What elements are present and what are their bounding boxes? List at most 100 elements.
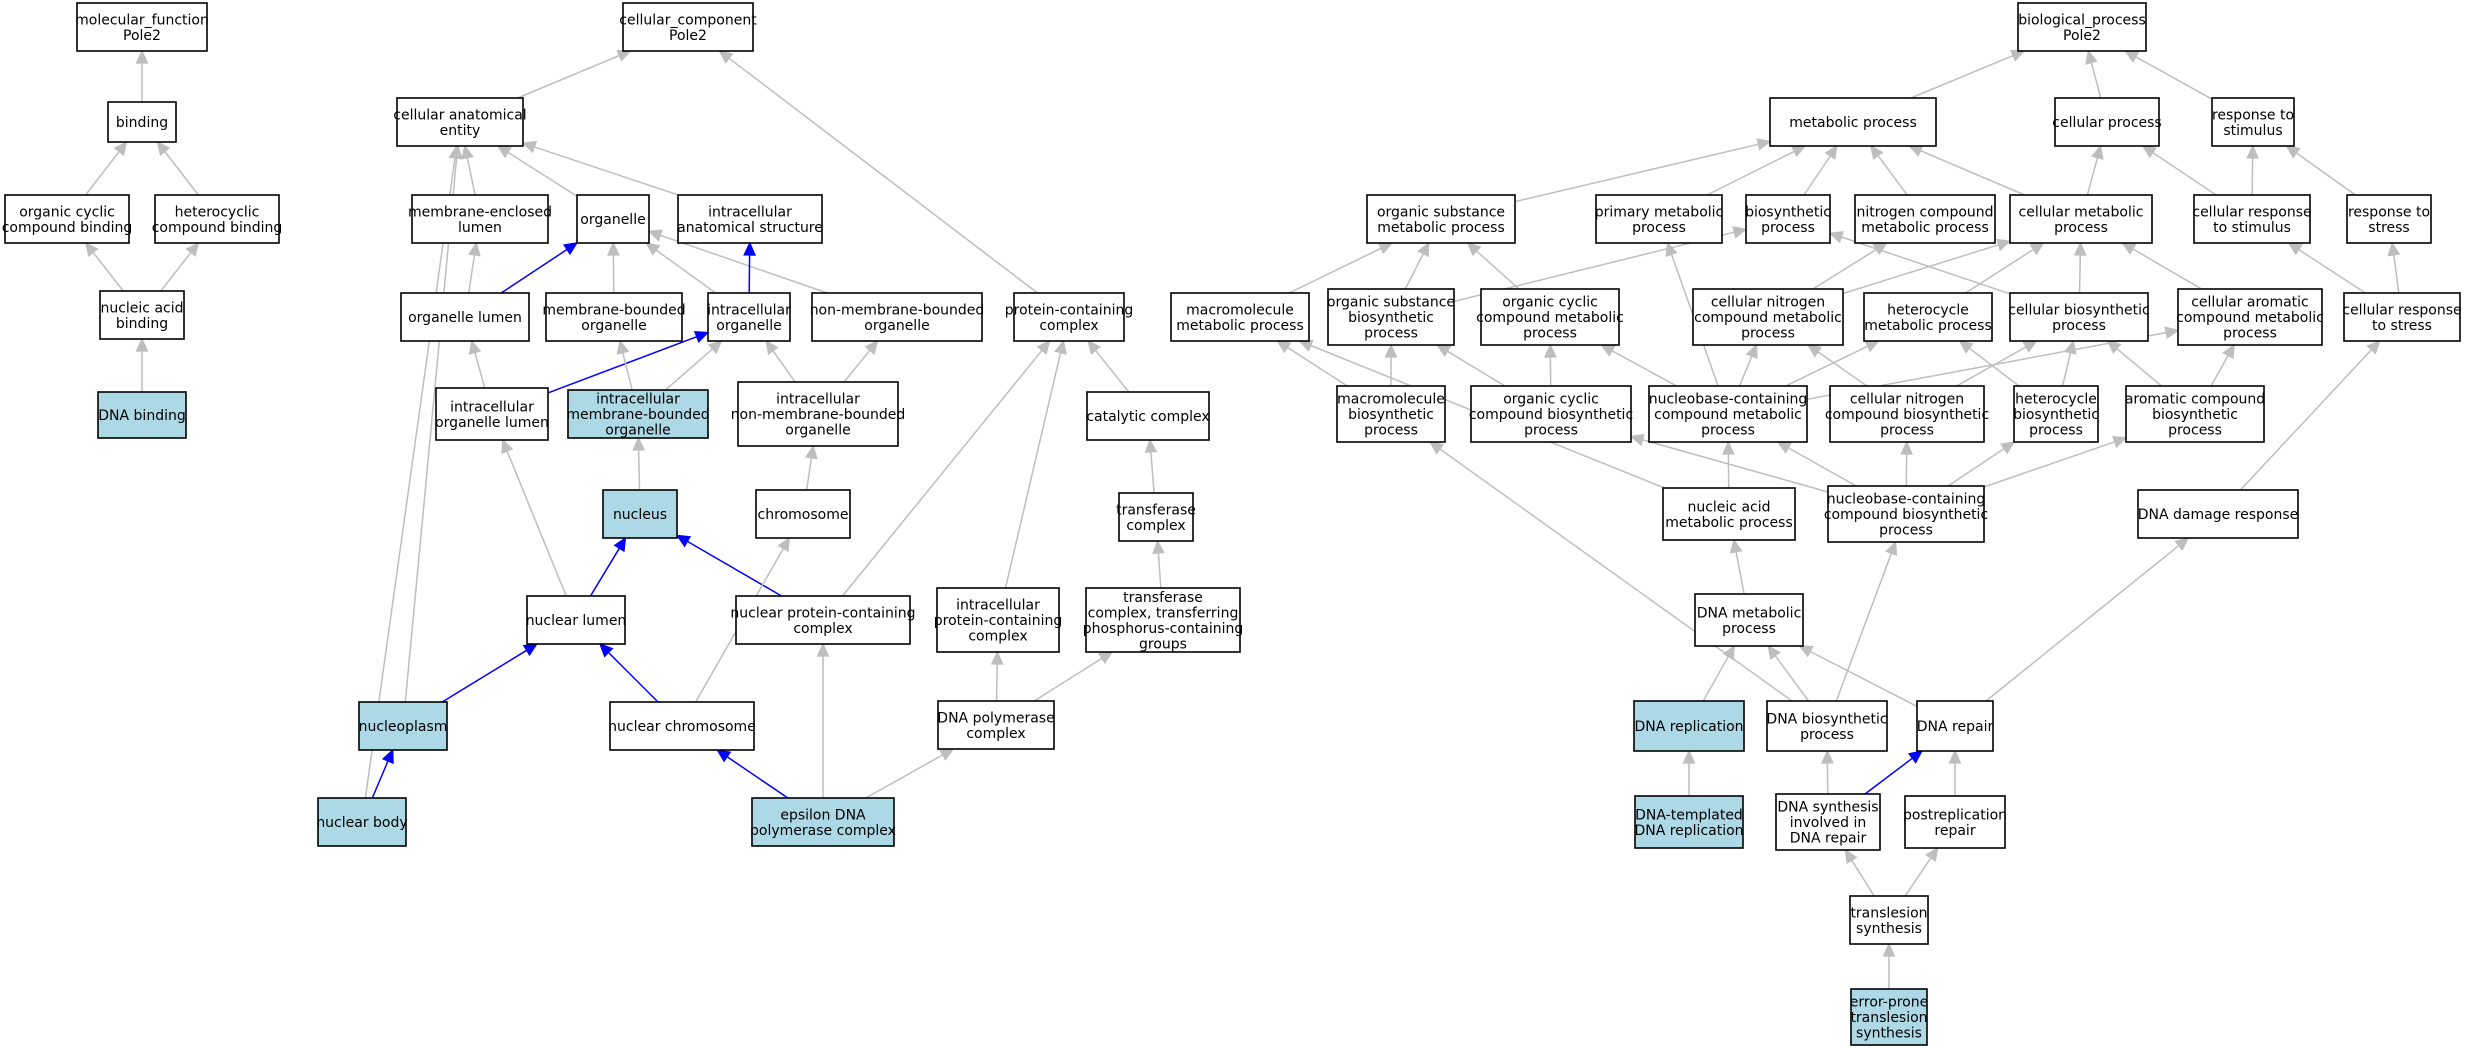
edge-line bbox=[500, 248, 568, 294]
edge-line bbox=[2393, 254, 2400, 294]
edge-line bbox=[1288, 247, 1382, 294]
node-label-line: macromolecule bbox=[1186, 302, 1294, 318]
edge-layer bbox=[84, 49, 2401, 989]
is-a-edge-nbcbp-to-occbp bbox=[1629, 433, 1829, 493]
node-box bbox=[400, 292, 530, 342]
edge-arrowhead bbox=[1665, 241, 1678, 257]
edge-line bbox=[1983, 441, 2115, 488]
node-label-line: to stimulus bbox=[2213, 220, 2291, 236]
node-box bbox=[1694, 593, 1804, 647]
is-a-edge-nab-to-ocb bbox=[84, 241, 124, 292]
is-a-edge-ncmp-to-metab bbox=[1869, 144, 1908, 196]
edge-arrowhead bbox=[1435, 344, 1452, 358]
node-label-line: biological_process bbox=[2018, 12, 2146, 28]
edge-line bbox=[1851, 859, 1875, 897]
edge-line bbox=[467, 254, 476, 294]
edge-line bbox=[164, 151, 199, 196]
is-a-edge-namp-to-nbcmp bbox=[1721, 440, 1735, 489]
node-label-line: compound biosynthetic bbox=[1825, 407, 1989, 423]
edge-arrowhead bbox=[1996, 238, 2012, 252]
edge-line bbox=[364, 157, 456, 799]
node-label-line: cellular anatomical bbox=[393, 107, 526, 123]
edge-line bbox=[466, 157, 476, 196]
edge-line bbox=[1476, 250, 1520, 290]
node-box bbox=[1863, 292, 1993, 342]
node-label-line: compound metabolic bbox=[2176, 310, 2324, 326]
edge-arrowhead bbox=[598, 642, 614, 658]
is-a-edge-nbcmp-to-hmp bbox=[1785, 340, 1880, 387]
edge-line bbox=[1611, 350, 1677, 387]
edge-arrowhead bbox=[2010, 49, 2026, 62]
edge-arrowhead bbox=[113, 140, 128, 156]
edge-line bbox=[660, 234, 828, 294]
node-label-line: DNA repair bbox=[1917, 719, 1994, 735]
edge-arrowhead bbox=[2164, 326, 2180, 340]
node-box bbox=[751, 797, 895, 847]
node-box bbox=[735, 595, 911, 645]
node-label-line: DNA binding bbox=[98, 408, 185, 424]
is-a-edge-dnamp-to-namp bbox=[1729, 538, 1745, 595]
edge-line bbox=[2239, 349, 2372, 491]
is-a-edge-biosyn-to-metab bbox=[1803, 144, 1838, 196]
node-label-line: nucleic acid bbox=[100, 300, 183, 316]
is-a-edge-tls-to-postrep bbox=[1904, 846, 1939, 897]
node-label-line: DNA repair bbox=[1790, 831, 1867, 847]
is-a-edge-imbo-to-io bbox=[665, 340, 723, 391]
is-a-edge-rts-to-bp bbox=[2123, 50, 2213, 100]
edge-arrowhead bbox=[2121, 242, 2137, 255]
edge-line bbox=[1841, 236, 2011, 295]
edge-line bbox=[2295, 152, 2356, 196]
edge-line bbox=[547, 335, 698, 394]
go-term-node-intracellular-non-membrane-bounded-organelle: intracellularnon-membrane-boundedorganel… bbox=[731, 381, 905, 447]
node-label-line: DNA replication bbox=[1634, 719, 1743, 735]
edge-arrowhead bbox=[2085, 49, 2098, 65]
edge-line bbox=[1735, 551, 1745, 595]
node-label-line: intracellular bbox=[956, 598, 1040, 614]
node-box bbox=[317, 797, 407, 847]
edge-arrowhead bbox=[1958, 340, 1974, 354]
is-a-edge-nucleus-to-imbo bbox=[632, 436, 646, 491]
node-label-line: process bbox=[2168, 423, 2222, 439]
is-a-edge-mmp-to-osmp bbox=[1288, 242, 1394, 294]
node-box bbox=[576, 194, 650, 244]
edge-line bbox=[726, 756, 789, 799]
is-a-edge-ocb-to-binding bbox=[85, 140, 128, 196]
node-label-line: intracellular bbox=[450, 399, 534, 415]
node-label-line: process bbox=[1524, 423, 1578, 439]
node-box bbox=[1633, 700, 1745, 752]
node-box bbox=[411, 194, 549, 244]
node-label-line: biosynthetic bbox=[1745, 204, 1831, 220]
node-label-line: process bbox=[1879, 523, 1933, 539]
node-box bbox=[2211, 97, 2295, 147]
edge-line bbox=[2078, 254, 2082, 294]
edge-line bbox=[665, 348, 713, 391]
edge-line bbox=[517, 54, 620, 99]
node-label-line: translesion bbox=[1850, 1010, 1927, 1026]
is-a-edge-dnapc-to-tcpg bbox=[1033, 651, 1114, 702]
node-label-line: involved in bbox=[1790, 815, 1867, 831]
node-box bbox=[2177, 288, 2323, 346]
edge-arrowhead bbox=[1428, 441, 1445, 455]
is-a-edge-dnarepair-to-dnamp bbox=[1798, 645, 1918, 708]
is-a-edge-epsilon-to-dnapc bbox=[865, 748, 955, 799]
node-label-line: biosynthetic bbox=[1348, 407, 1434, 423]
edge-arrowhead bbox=[1864, 340, 1880, 353]
edge-arrowhead bbox=[2287, 242, 2303, 256]
edge-arrowhead bbox=[1629, 433, 1645, 447]
edge-arrowhead bbox=[1721, 440, 1735, 455]
node-box bbox=[1480, 288, 1620, 346]
go-term-node-dna-damage-response: DNA damage response bbox=[2137, 489, 2299, 539]
node-box bbox=[358, 701, 448, 751]
node-label-line: compound metabolic bbox=[1476, 310, 1624, 326]
